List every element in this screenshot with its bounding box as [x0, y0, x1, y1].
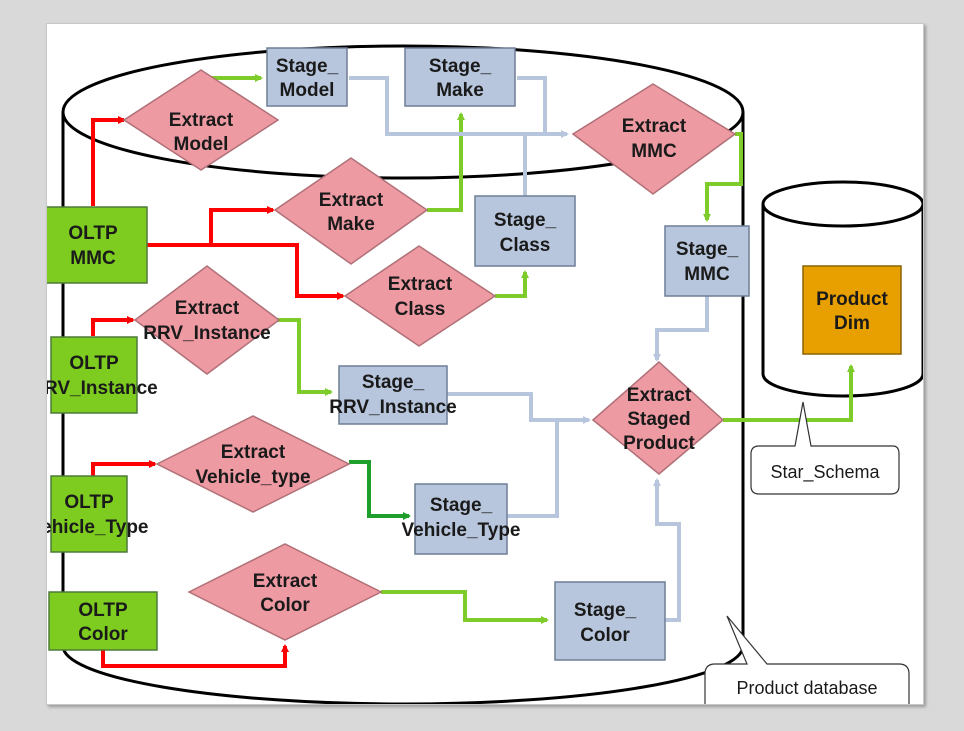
extract-class-line2: Class — [395, 299, 446, 320]
product-dim-box: Product Dim — [802, 265, 902, 355]
oltp-vehicle-line2: Vehicle_Type — [47, 517, 149, 538]
arrow-oltpmmc-to-extract-model — [91, 116, 126, 206]
extract-color-diamond: Extract Color — [187, 543, 383, 641]
extract-rrv-line2: RRV_Instance — [143, 323, 270, 344]
stage-class-line2: Class — [500, 235, 551, 256]
extract-vehicle-diamond: Extract Vehicle_type — [155, 415, 351, 513]
extract-color-line2: Color — [260, 595, 310, 616]
oltp-rrv-line2: RRV_Instance — [47, 378, 158, 399]
arrow-stage-rrv-to-extract-staged — [447, 392, 591, 424]
stage-class-box: Stage_ Class — [474, 195, 576, 267]
oltp-vehicle-line1: OLTP — [64, 492, 114, 513]
extract-staged-line1: Extract — [627, 385, 692, 406]
arrow-extract-class-to-stage-class — [495, 270, 529, 298]
arrow-stage-model-to-extract-mmc — [349, 76, 569, 138]
star-schema-label: Star_Schema — [770, 462, 880, 483]
arrow-extract-rrv-to-stage-rrv — [277, 318, 333, 396]
extract-vehicle-line1: Extract — [221, 442, 286, 463]
product-database-label: Product database — [736, 678, 877, 698]
arrow-stage-vehicle-to-extract-staged — [507, 420, 559, 518]
extract-mmc-line1: Extract — [622, 116, 687, 137]
arrow-stage-make-to-extract-mmc — [517, 76, 547, 134]
extract-class-diamond: Extract Class — [343, 245, 497, 347]
stage-mmc-line2: MMC — [684, 264, 730, 285]
product-database-callout: Product database — [704, 615, 910, 704]
star-schema-callout: Star_Schema — [750, 401, 900, 495]
extract-vehicle-line2: Vehicle_type — [195, 467, 310, 488]
etl-diagram: OLTP MMC OLTP RRV_Instance OLTP Vehicle_… — [47, 44, 923, 704]
extract-staged-line3: Product — [623, 433, 695, 454]
extract-make-diamond: Extract Make — [273, 157, 429, 265]
arrow-extract-color-to-stage-color — [381, 590, 549, 624]
stage-color-line1: Stage_ — [574, 600, 637, 621]
stage-vehicle-box: Stage_ Vehicle_Type — [402, 483, 521, 555]
oltp-rrv-line1: OLTP — [69, 353, 119, 374]
stage-model-line1: Stage_ — [276, 56, 339, 77]
arrow-extract-staged-to-product-dim — [723, 364, 855, 422]
stage-rrv-line1: Stage_ — [362, 372, 425, 393]
slide-canvas: OLTP MMC OLTP RRV_Instance OLTP Vehicle_… — [46, 23, 924, 705]
oltp-color-line2: Color — [78, 624, 128, 645]
stage-mmc-line1: Stage_ — [676, 239, 739, 260]
extract-class-line1: Extract — [388, 274, 453, 295]
stage-vehicle-line2: Vehicle_Type — [402, 520, 521, 541]
arrow-oltprrv-to-extract-rrv — [91, 316, 135, 336]
stage-rrv-box: Stage_ RRV_Instance — [329, 365, 457, 425]
arrow-oltpcolor-to-extract-color — [101, 644, 289, 668]
arrow-oltpmmc-to-extract-make — [147, 206, 275, 247]
extract-mmc-diamond: Extract MMC — [571, 83, 737, 195]
arrow-extract-vehicle-to-stage-vehicle — [349, 460, 411, 520]
stage-model-line2: Model — [280, 80, 335, 101]
stage-make-box: Stage_ Make — [404, 47, 516, 107]
extract-model-line2: Model — [174, 134, 229, 155]
oltp-rrv-box: OLTP RRV_Instance — [47, 336, 158, 414]
arrow-stage-mmc-to-extract-staged — [653, 296, 709, 362]
arrow-extract-mmc-to-stage-mmc — [703, 132, 743, 222]
product-dim-line1: Product — [816, 289, 888, 310]
extract-color-line1: Extract — [253, 571, 318, 592]
stage-color-box: Stage_ Color — [554, 581, 666, 661]
arrow-oltpmmc-to-extract-class — [211, 243, 345, 300]
arrow-extract-make-to-stage-make — [427, 112, 465, 212]
stage-make-line2: Make — [436, 80, 484, 101]
extract-make-line2: Make — [327, 214, 375, 235]
stage-vehicle-line1: Stage_ — [430, 495, 493, 516]
stage-model-box: Stage_ Model — [266, 47, 348, 107]
product-dim-line2: Dim — [834, 313, 870, 334]
extract-model-diamond: Extract Model — [122, 69, 280, 171]
oltp-color-line1: OLTP — [78, 600, 128, 621]
connectors — [91, 74, 855, 668]
extract-model-line1: Extract — [169, 110, 234, 131]
extract-staged-diamond: Extract Staged Product — [591, 360, 725, 475]
oltp-mmc-line1: OLTP — [68, 223, 118, 244]
stage-class-line1: Stage_ — [494, 210, 557, 231]
arrow-oltpvehicle-to-extract-vehicle — [91, 460, 157, 476]
stage-mmc-box: Stage_ MMC — [664, 225, 750, 297]
oltp-vehicle-box: OLTP Vehicle_Type — [47, 475, 149, 553]
extract-mmc-line2: MMC — [631, 141, 677, 162]
oltp-color-box: OLTP Color — [48, 591, 158, 651]
extract-rrv-diamond: Extract RRV_Instance — [133, 265, 281, 375]
extract-make-line1: Extract — [319, 190, 384, 211]
extract-staged-line2: Staged — [627, 409, 690, 430]
arrow-stage-color-to-extract-staged — [653, 478, 681, 622]
stage-make-line1: Stage_ — [429, 56, 492, 77]
extract-rrv-line1: Extract — [175, 298, 240, 319]
oltp-mmc-box: OLTP MMC — [47, 206, 148, 284]
stage-rrv-line2: RRV_Instance — [329, 397, 456, 418]
stage-color-line2: Color — [580, 625, 630, 646]
oltp-mmc-line2: MMC — [70, 248, 116, 269]
